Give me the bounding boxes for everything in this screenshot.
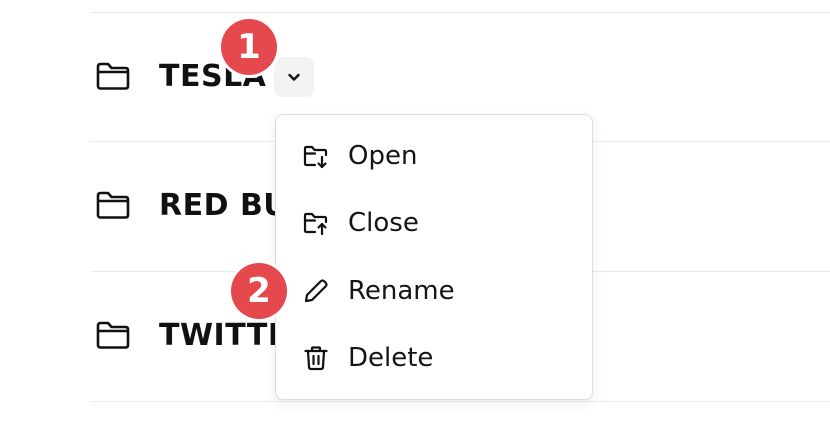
menu-item-delete[interactable]: Delete xyxy=(276,328,592,388)
step-badge-1: 1 xyxy=(221,19,277,75)
folder-icon xyxy=(96,320,130,350)
pencil-icon xyxy=(302,277,330,305)
row-divider xyxy=(90,12,830,13)
menu-item-label: Rename xyxy=(348,276,455,306)
folder-row-red-bull[interactable]: RED BU xyxy=(90,141,830,269)
folder-name: TWITTE xyxy=(159,317,289,353)
menu-item-rename[interactable]: Rename xyxy=(276,261,592,321)
folder-icon xyxy=(96,61,130,91)
step-badge-2: 2 xyxy=(231,263,287,319)
trash-icon xyxy=(302,344,330,372)
folder-row-twitter[interactable]: TWITTE xyxy=(90,271,830,399)
menu-item-close[interactable]: Close xyxy=(276,193,592,253)
folder-name: RED BU xyxy=(159,187,289,223)
folder-icon xyxy=(96,190,130,220)
menu-item-label: Open xyxy=(348,141,418,171)
folder-download-icon xyxy=(302,142,330,170)
folder-upload-icon xyxy=(302,209,330,237)
row-divider xyxy=(90,401,830,402)
menu-item-label: Delete xyxy=(348,343,434,373)
folder-actions-menu: Open Close Rename xyxy=(275,114,593,400)
menu-item-open[interactable]: Open xyxy=(276,126,592,186)
chevron-down-icon xyxy=(286,69,302,85)
folder-actions-dropdown-button[interactable] xyxy=(274,57,314,97)
menu-item-label: Close xyxy=(348,208,419,238)
